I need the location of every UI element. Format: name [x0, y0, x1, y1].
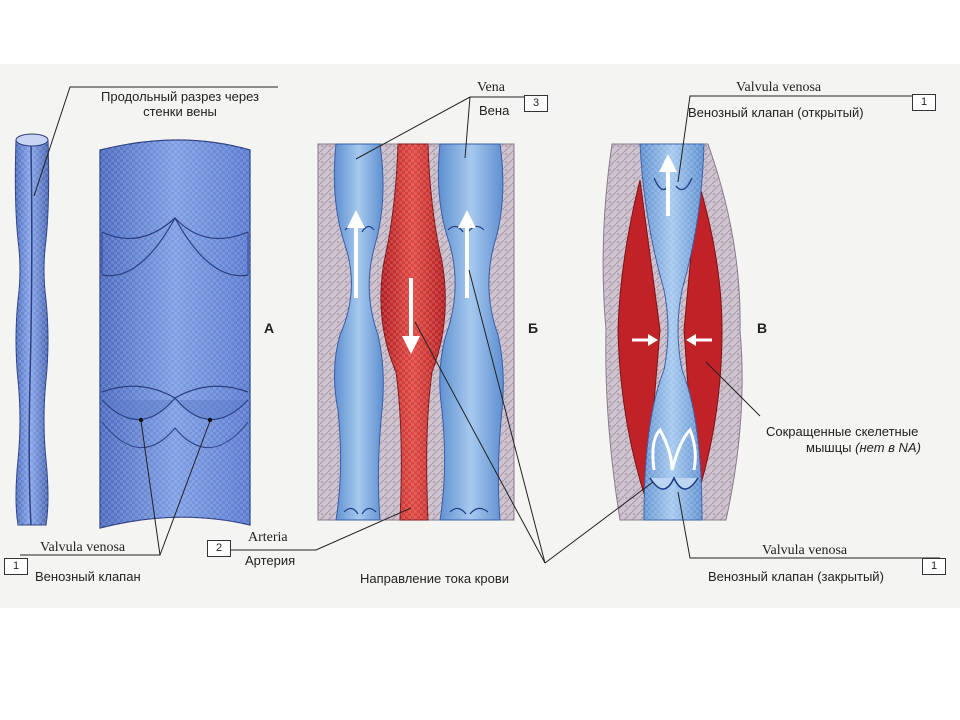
valve-number-box: 1: [4, 558, 28, 575]
vena-number-box: 3: [524, 95, 548, 112]
arteria-number-box: 2: [207, 540, 231, 557]
panel-letter-a: А: [264, 320, 275, 336]
valve-latin-label: Valvula venosa: [40, 540, 126, 555]
valve-open-number-box: 1: [912, 94, 936, 111]
vein-tube: [14, 133, 50, 526]
valve-closed-number-box: 1: [922, 558, 946, 575]
valve-closed-latin-label: Valvula venosa: [762, 543, 848, 558]
arteria-ru-label: Артерия: [245, 553, 296, 568]
section-cut-label: Продольный разрез через стенки вены: [101, 89, 259, 119]
muscles-note: (нет в NA): [855, 440, 921, 455]
vena-latin-label: Vena: [477, 80, 505, 95]
muscles-label-line2: мышцы (нет в NA): [806, 440, 921, 455]
muscles-label-line1: Сокращенные скелетные: [766, 424, 919, 439]
leader-lines: [20, 86, 940, 564]
valve-closed-ru-label: Венозный клапан (закрытый): [708, 569, 884, 584]
panel-letter-c: В: [757, 320, 768, 336]
vena-ru-label: Вена: [479, 103, 510, 118]
valve-open-ru-label: Венозный клапан (открытый): [688, 105, 864, 120]
flow-direction-label: Направление тока крови: [360, 571, 509, 586]
valve-ru-label: Венозный клапан: [35, 569, 141, 584]
tissue-block-c: [602, 143, 743, 521]
panel-letter-b: Б: [528, 320, 539, 336]
valve-open-latin-label: Valvula venosa: [736, 80, 822, 95]
tissue-block-b: [317, 143, 515, 521]
arteria-latin-label: Arteria: [248, 530, 288, 545]
vein-wall-sheet: [99, 139, 251, 529]
